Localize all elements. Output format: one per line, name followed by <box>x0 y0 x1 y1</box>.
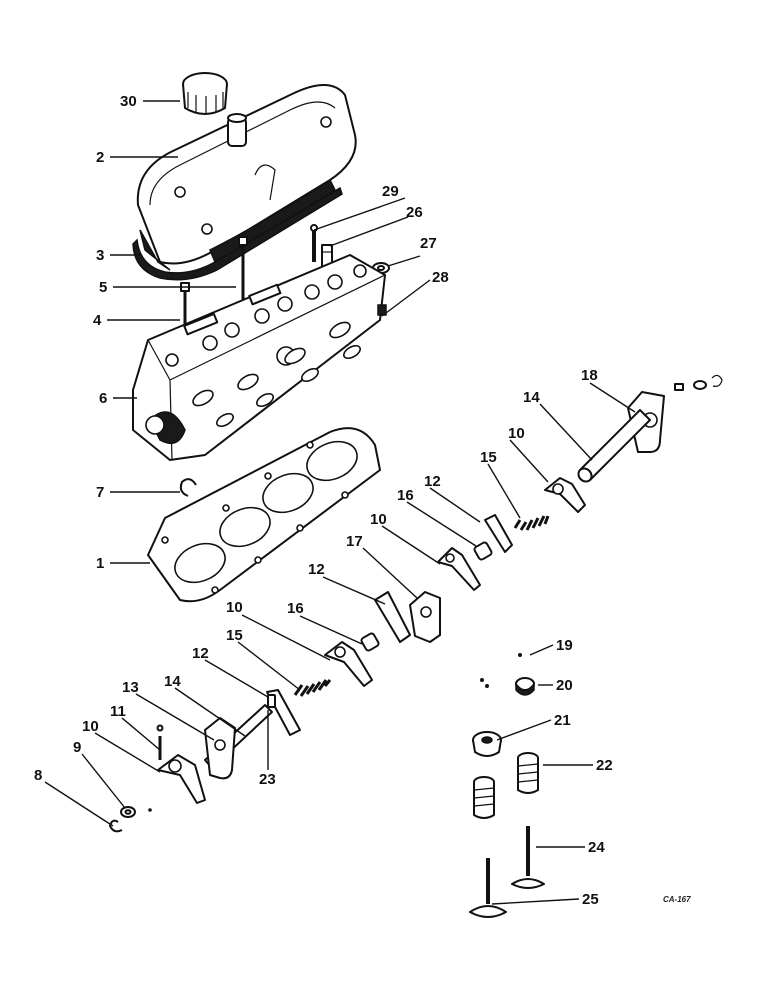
callout-7: 7 <box>96 484 104 501</box>
rocker-shaft-upper <box>577 409 651 483</box>
retaining-pin <box>156 724 164 760</box>
callout-10-4: 10 <box>82 718 99 735</box>
valve-spring-retainer <box>472 731 502 757</box>
callout-24: 24 <box>588 839 605 856</box>
callout-25: 25 <box>582 891 599 908</box>
callout-15-2: 15 <box>226 627 243 644</box>
valve-keys-pair <box>480 678 489 688</box>
leader-lines <box>44 100 636 905</box>
rocker-spring-1 <box>513 515 550 531</box>
callout-17: 17 <box>346 533 363 550</box>
intake-valve <box>469 858 507 918</box>
valve-spring-1 <box>517 752 539 794</box>
callout-4: 4 <box>93 312 102 329</box>
callout-19: 19 <box>556 637 573 654</box>
callout-labels: 30 2 3 4 5 6 7 1 29 26 27 28 18 14 10 15… <box>34 93 691 908</box>
dowel-ring <box>179 478 197 497</box>
shaft-retainer-clip <box>108 819 123 833</box>
callout-10-2: 10 <box>370 511 387 528</box>
rocker-shaft-support-1 <box>484 514 513 553</box>
callout-23: 23 <box>259 771 276 788</box>
callout-9: 9 <box>73 739 81 756</box>
callout-5: 5 <box>99 279 107 296</box>
rocker-spring-2 <box>293 679 332 697</box>
rocker-shaft-center-bracket <box>409 591 441 643</box>
shaft-ball <box>148 808 152 812</box>
rocker-arm-3 <box>324 641 373 687</box>
rocker-shaft-support-2 <box>374 591 411 643</box>
callout-18: 18 <box>581 367 598 384</box>
exhaust-valve <box>511 826 545 889</box>
callout-10-1: 10 <box>508 425 525 442</box>
callout-3: 3 <box>96 247 104 264</box>
rocker-arm-2 <box>437 547 481 591</box>
shaft-washer <box>120 806 136 818</box>
callout-29: 29 <box>382 183 399 200</box>
valve-spring-2 <box>473 776 495 819</box>
rocker-arm-4 <box>157 754 206 804</box>
callout-26: 26 <box>406 204 423 221</box>
valve-cap <box>515 677 535 696</box>
callout-14-upper: 14 <box>523 389 540 406</box>
callout-30: 30 <box>120 93 137 110</box>
cover-stud <box>310 224 318 262</box>
rocker-spacer-1 <box>473 541 493 561</box>
callout-13: 13 <box>122 679 139 696</box>
valve-cover-gasket <box>132 186 343 281</box>
figure-code: CA-167 <box>663 895 691 904</box>
callout-12-2: 12 <box>308 561 325 578</box>
callout-1: 1 <box>96 555 104 572</box>
cylinder-head-gasket <box>147 427 381 603</box>
callout-10-3: 10 <box>226 599 243 616</box>
valve-cover <box>136 84 357 271</box>
callout-27: 27 <box>420 235 437 252</box>
callout-20: 20 <box>556 677 573 694</box>
callout-2: 2 <box>96 149 104 166</box>
oil-filler-cap <box>182 72 228 115</box>
valve-key <box>518 653 522 657</box>
adjusting-screw <box>267 694 276 708</box>
callout-28: 28 <box>432 269 449 286</box>
callout-22: 22 <box>596 757 613 774</box>
rocker-spacer-2 <box>360 632 380 652</box>
callout-16-2: 16 <box>287 600 304 617</box>
callout-21: 21 <box>554 712 571 729</box>
callout-12-3: 12 <box>192 645 209 662</box>
callout-12-1: 12 <box>424 473 441 490</box>
callout-6: 6 <box>99 390 107 407</box>
callout-16-1: 16 <box>397 487 414 504</box>
cylinder-head <box>132 254 387 461</box>
callout-11: 11 <box>110 703 126 720</box>
callout-14-lower: 14 <box>164 673 181 690</box>
callout-8: 8 <box>34 767 42 784</box>
rocker-arm-1 <box>544 477 586 513</box>
rocker-shaft-bracket-lower <box>204 717 236 780</box>
callout-15-1: 15 <box>480 449 497 466</box>
